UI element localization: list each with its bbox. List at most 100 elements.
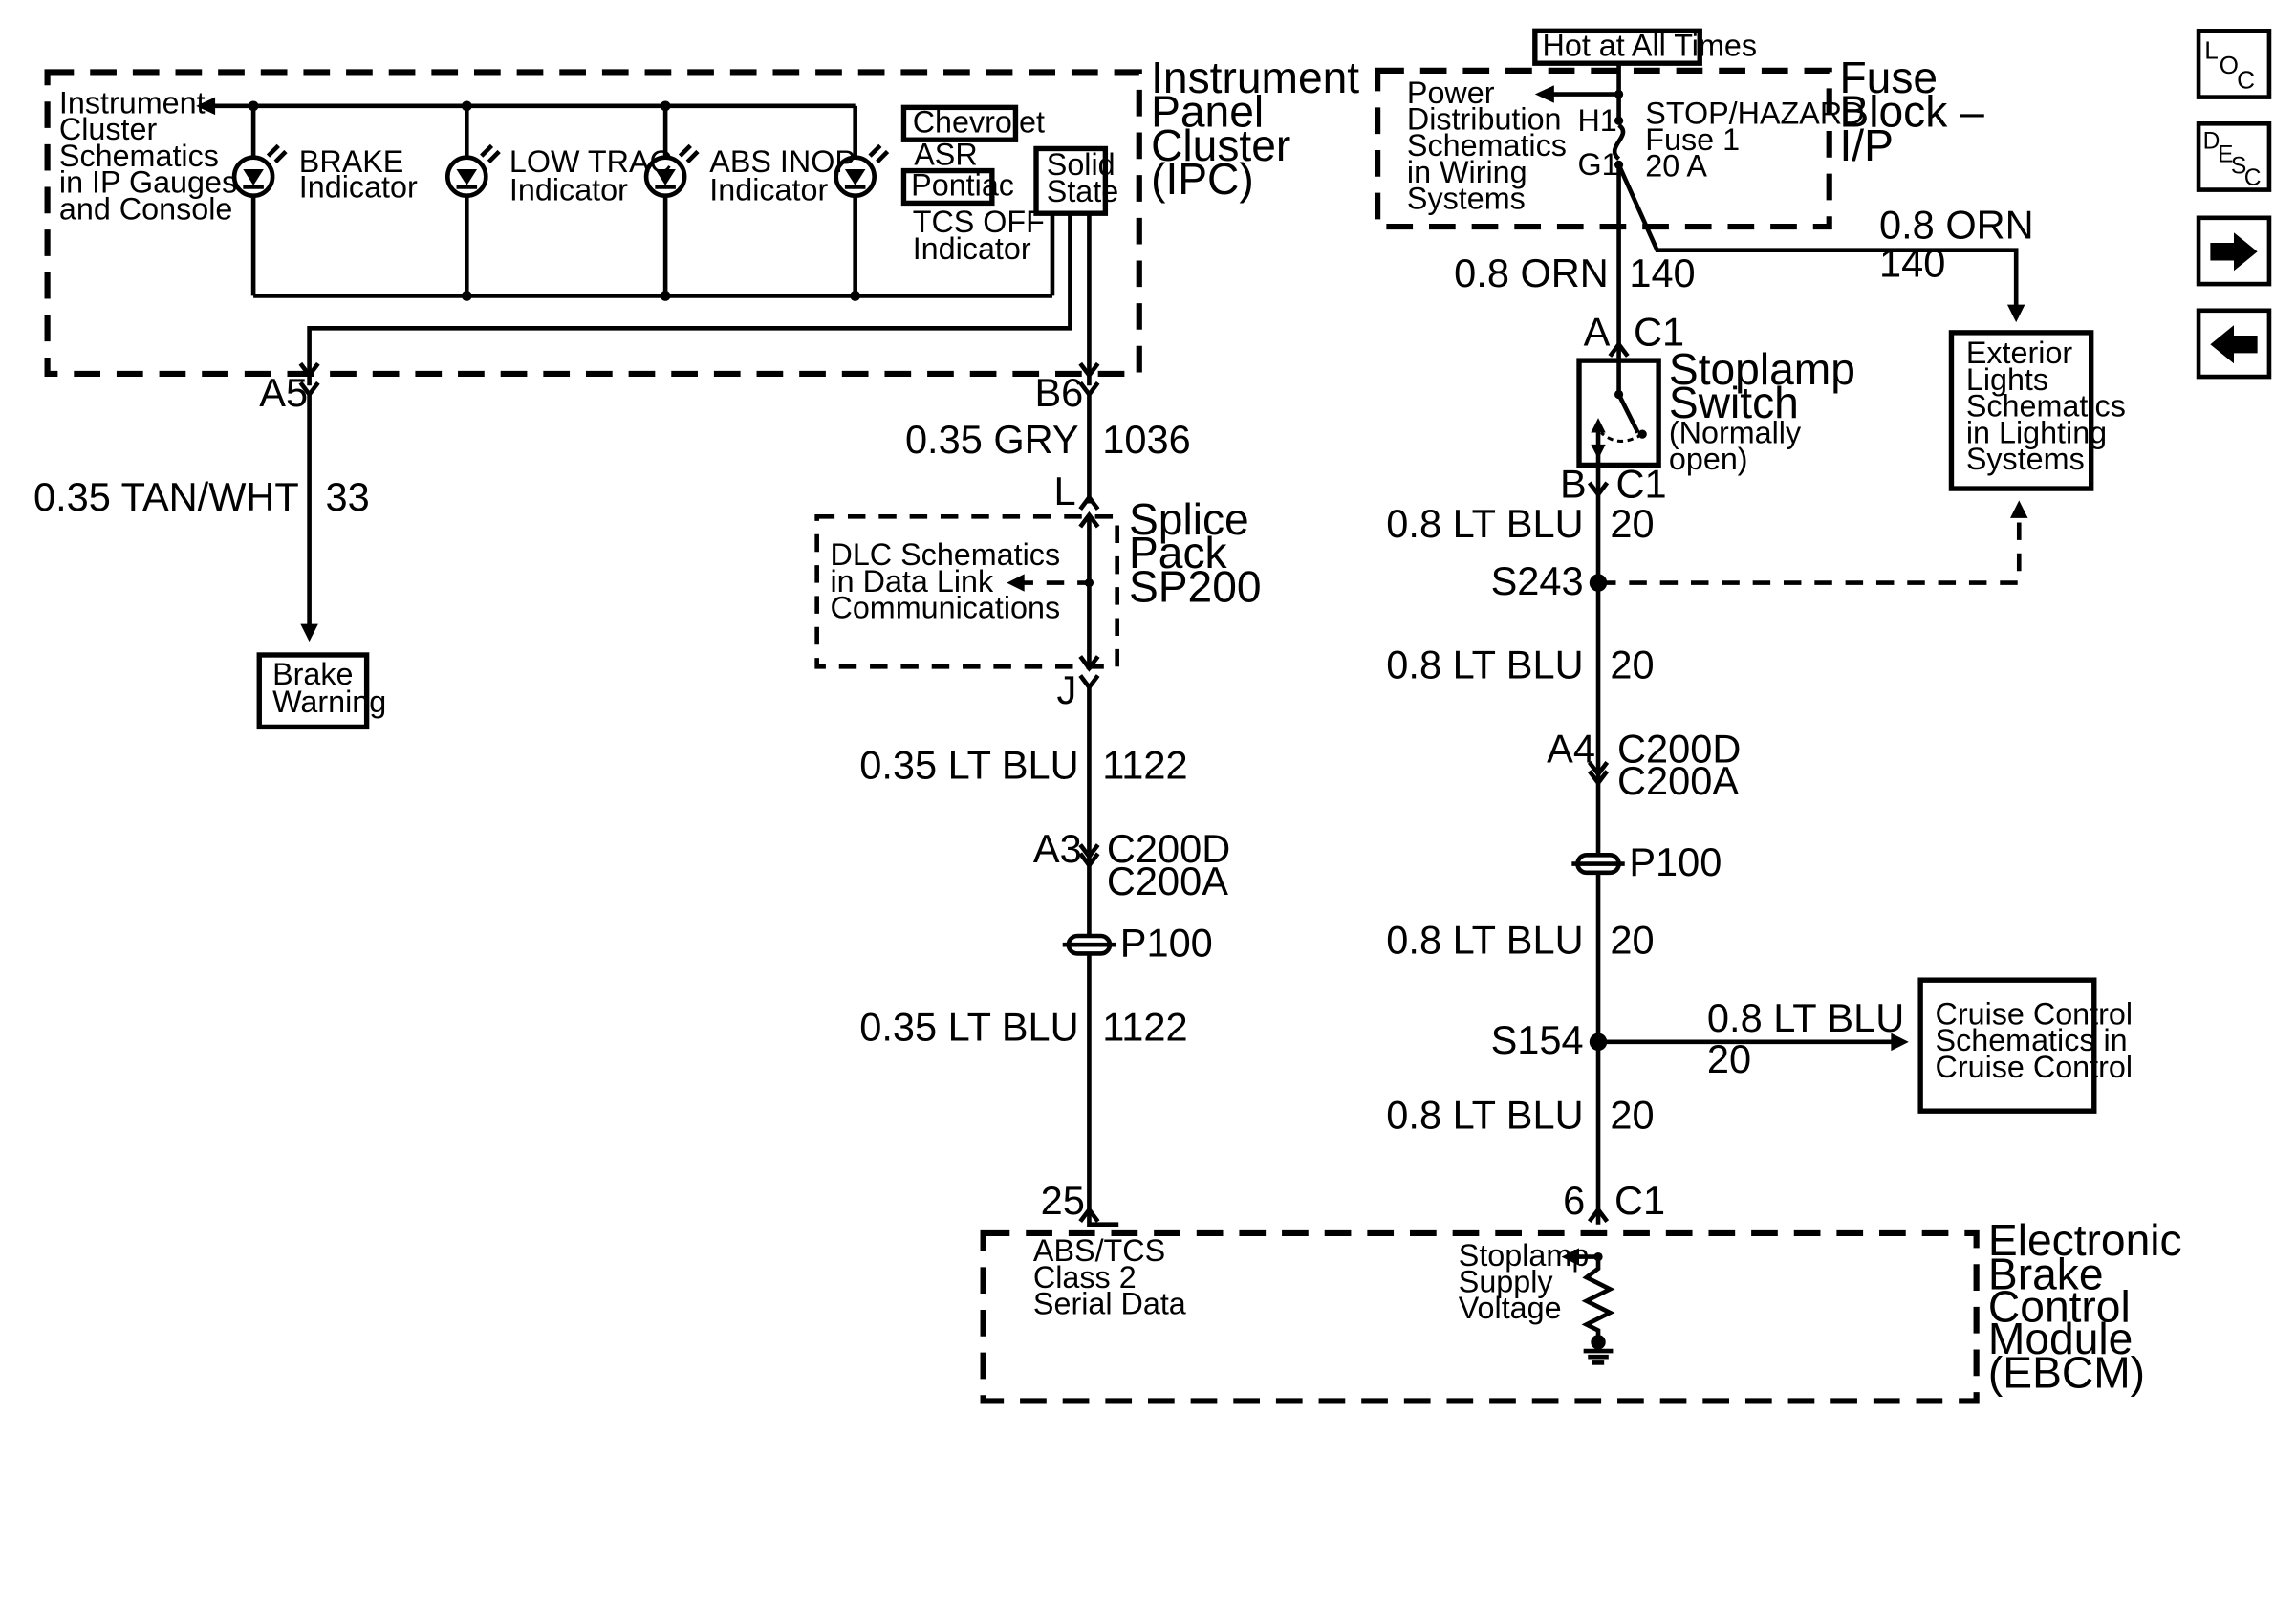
brake-led-icon (231, 143, 288, 199)
switch-note-line: open) (1669, 442, 1748, 476)
brake-indicator-label: Indicator (299, 169, 418, 204)
splice-pack-line: Splice (1129, 494, 1249, 544)
next-page-button[interactable] (2196, 215, 2272, 287)
connector-chevron (1078, 674, 1100, 691)
junction-dot (461, 291, 472, 301)
connector-c1: C1 (1614, 1178, 1665, 1223)
circuit-number: 20 (1610, 501, 1654, 546)
ground-icon (1583, 1348, 1614, 1365)
left-arrow-head (1007, 574, 1025, 592)
connector-chevron (298, 361, 320, 380)
desc-letter: D (2203, 128, 2220, 154)
ref-line: Distribution (1407, 101, 1562, 136)
desc-letter: C (2244, 165, 2262, 191)
loc-letter: L (2204, 36, 2219, 65)
pontiac-label: Pontiac (911, 168, 1014, 203)
exterior-lights-box[interactable] (1948, 330, 2094, 491)
circuit-number: 33 (326, 474, 370, 519)
left-arrow-head (1534, 85, 1554, 103)
splice-pack-line: SP200 (1129, 562, 1262, 612)
ref-line: Schematics (1966, 389, 2126, 424)
ref-line: and Console (59, 191, 232, 226)
fuse-block-title-line: I/P (1839, 120, 1893, 170)
ebcm-supply-label: Stoplamp Supply Voltage (1459, 1238, 1590, 1325)
power-distribution-ref[interactable]: Power Distribution Schematics in Wiring … (1407, 76, 1567, 216)
resistor-icon (1581, 1256, 1615, 1342)
pin-a5: A5 (259, 370, 308, 415)
ref-line: in Data Link (831, 564, 994, 598)
ref-line: Schematics (59, 139, 219, 173)
solid-state-label: Solid (1047, 147, 1116, 182)
up-arrow-head (2010, 500, 2028, 518)
pin-25: 25 (1041, 1178, 1085, 1223)
ebcm-supply-line: Voltage (1459, 1291, 1562, 1325)
ipc-title-line: Cluster (1151, 120, 1290, 170)
connector-chevron (1587, 770, 1610, 787)
circuit-number: 1122 (1102, 742, 1187, 787)
asr-label: ASR (914, 137, 977, 171)
cruise-control-ref: Cruise Control Schematics in Cruise Cont… (1936, 996, 2134, 1083)
pin-a3: A3 (1033, 826, 1082, 871)
tcs-off-label: Indicator (913, 231, 1031, 266)
splice-pack-boundary (814, 513, 1119, 669)
fuse-icon (1612, 122, 1626, 162)
circuit-number: 20 (1610, 917, 1654, 962)
ebcm-serial-line: Serial Data (1033, 1287, 1186, 1321)
solid-state-box (1033, 145, 1109, 216)
junction-dot (660, 291, 671, 301)
down-arrow-head (300, 623, 318, 642)
fuse-label: STOP/HAZARD Fuse 1 20 A (1645, 96, 1864, 183)
ebcm-title-line: Control (1988, 1281, 2131, 1331)
ref-line: Lights (1966, 362, 2048, 397)
wire-color-label: 0.35 GRY (905, 417, 1079, 462)
pontiac-box (900, 167, 995, 207)
connector-chevron (1078, 361, 1100, 380)
cluster-schematics-ref[interactable]: Instrument Cluster Schematics in IP Gaug… (59, 86, 237, 227)
previous-page-button[interactable] (2196, 308, 2272, 380)
wire-color-label: 0.8 ORN (1454, 250, 1609, 295)
loc-button[interactable]: L O C (2196, 29, 2272, 99)
hot-at-all-times-box (1532, 28, 1702, 66)
switch-note-line: (Normally (1669, 415, 1802, 449)
wire-color-label: 0.35 LT BLU (859, 1004, 1078, 1049)
junction-dot (1614, 89, 1624, 99)
ref-line: Communications (831, 591, 1061, 625)
exterior-lights-ref: Exterior Lights Schematics in Lighting S… (1966, 336, 2126, 476)
desc-button[interactable]: D E S C (2196, 120, 2272, 192)
low-trac-led-icon (444, 143, 501, 199)
pin-j: J (1057, 667, 1077, 712)
connector-name: C200A (1107, 859, 1228, 903)
low-trac-indicator-label: Indicator (509, 172, 628, 207)
fuse-block-title-line: Fuse (1839, 53, 1938, 102)
connector-name: C200D (1107, 826, 1230, 871)
connector-chevron (1078, 655, 1100, 672)
hot-at-all-times-label: Hot at All Times (1543, 28, 1757, 62)
ref-line: Systems (1407, 182, 1526, 216)
junction-dot (461, 100, 472, 112)
circuit-number: 140 (1629, 250, 1695, 295)
ref-line: Exterior (1966, 336, 2073, 370)
ref-line: Cluster (59, 112, 158, 146)
wire-color-label: 0.8 LT BLU (1386, 501, 1583, 546)
ipc-title-line: (IPC) (1151, 154, 1254, 204)
fuse-label-line: STOP/HAZARD (1645, 96, 1864, 130)
ebcm-title-line: Module (1988, 1314, 2133, 1363)
brake-warning-box[interactable] (256, 652, 370, 730)
passthrough-p100: P100 (1120, 921, 1213, 966)
cruise-control-box[interactable] (1917, 977, 2097, 1114)
connector-name: C200D (1617, 726, 1741, 771)
ipc-title-line: Instrument (1151, 53, 1359, 102)
cruise-circuit-number: 20 (1707, 1036, 1751, 1081)
chevrolet-label: Chevrolet (913, 105, 1045, 140)
dlc-schematics-ref[interactable]: DLC Schematics in Data Link Communicatio… (831, 537, 1061, 624)
exterior-circuit-number: 140 (1879, 240, 1945, 285)
connector-chevron (1078, 843, 1100, 860)
switch-title-line: Switch (1669, 378, 1799, 427)
ipc-boundary (44, 69, 1142, 378)
pin-a: A (1584, 310, 1611, 355)
chevrolet-box (900, 104, 1019, 142)
connector-c1: C1 (1615, 461, 1666, 506)
low-trac-indicator-label: LOW TRAC (509, 144, 672, 179)
ref-line: in Wiring (1407, 155, 1527, 189)
